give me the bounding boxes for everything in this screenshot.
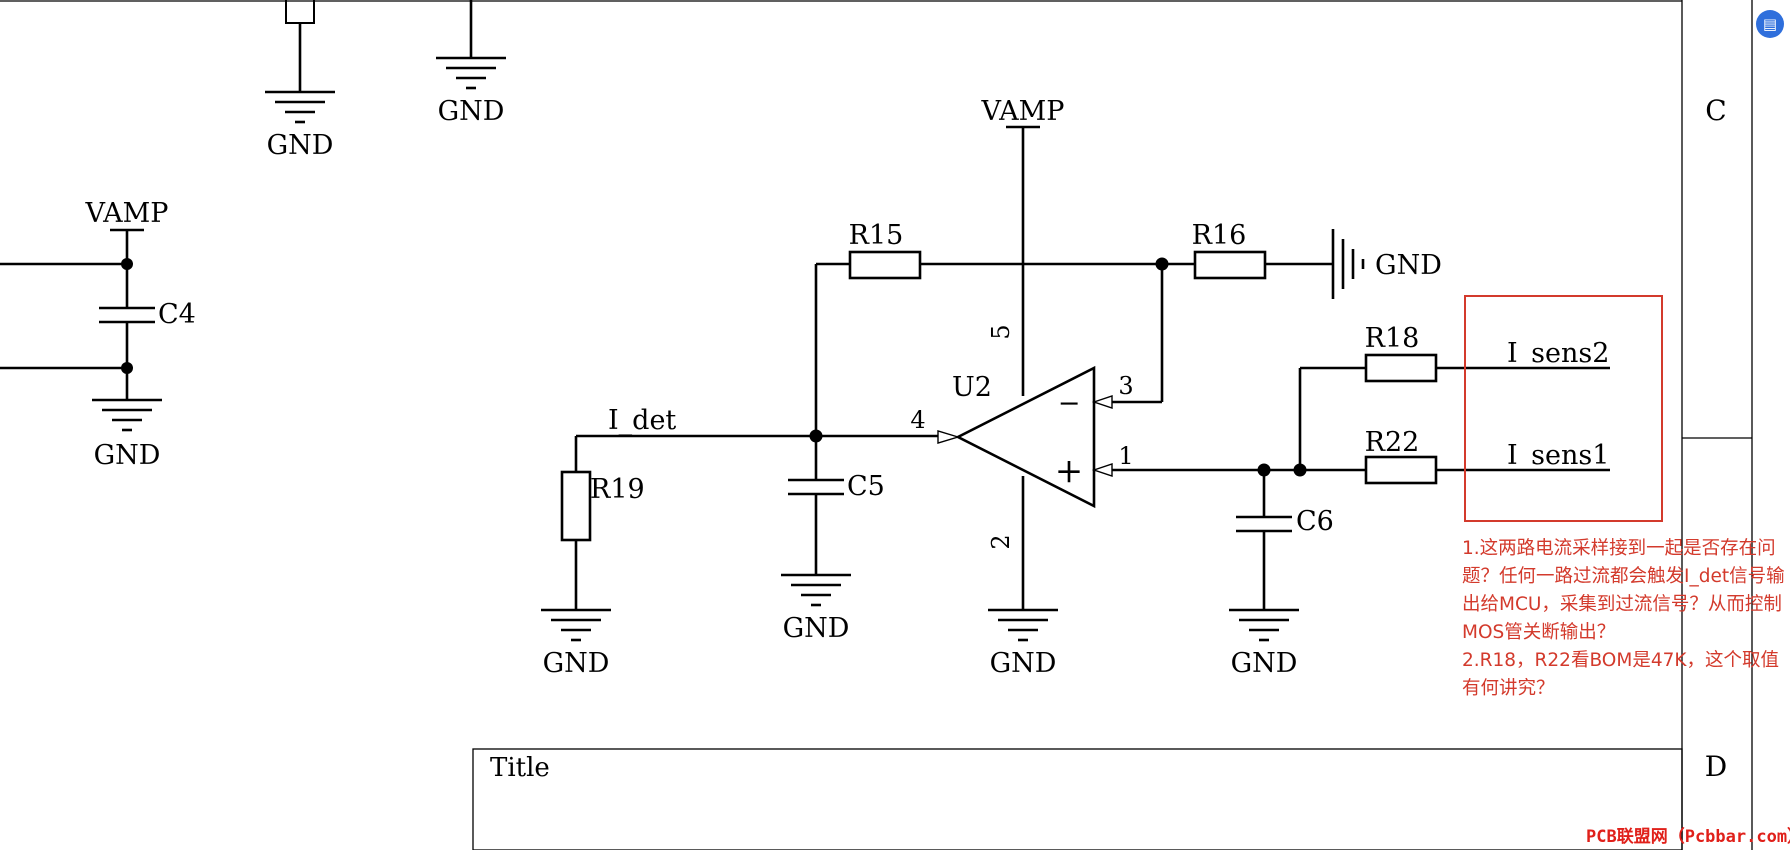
site-watermark: PCB联盟网（Pcbbar.com） (1586, 827, 1790, 847)
c6-label: C6 (1296, 506, 1334, 537)
r19-resistor (560, 470, 592, 542)
c5-label: C5 (847, 471, 885, 502)
u2-label: U2 (952, 372, 992, 403)
review-annotation: 1.这两路电流采样接到一起是否存在问题？任何一路过流都会触发I_det信号输出给… (1462, 535, 1790, 703)
u2-plus-sign: + (1055, 451, 1084, 491)
gnd-symbol-r19 (541, 608, 611, 642)
r16-label: R16 (1192, 220, 1247, 251)
r22-label: R22 (1365, 427, 1420, 458)
c4-circuit (0, 228, 155, 400)
gnd-label-c4: GND (94, 440, 161, 471)
r18-label: R18 (1365, 323, 1420, 354)
gnd-symbol-u2 (988, 608, 1058, 642)
gnd-label-r19: GND (543, 648, 610, 679)
r15-label: R15 (849, 220, 904, 251)
gnd-label-top-2: GND (438, 96, 505, 127)
gnd-symbol-r16 (1331, 229, 1365, 299)
pin-2-label: 2 (987, 534, 1015, 549)
review-highlight-box (1464, 295, 1663, 522)
document-icon[interactable]: ▤ (1756, 10, 1784, 38)
r16-resistor (1193, 250, 1267, 280)
pin-1-label: 1 (1118, 442, 1133, 470)
i-sens1-net-label: I_sens1 (1507, 440, 1609, 471)
r18-resistor (1364, 353, 1438, 383)
zone-c-label: C (1705, 94, 1726, 127)
gnd-label-c6: GND (1231, 648, 1298, 679)
gnd-label-r16: GND (1375, 250, 1442, 281)
pin-5-label: 5 (987, 324, 1015, 339)
main-wires (574, 125, 1610, 610)
u2-minus-sign: − (1058, 388, 1081, 419)
pin-3-label: 3 (1118, 372, 1133, 400)
gnd-symbol-top-1 (265, 90, 335, 124)
vamp-label-u2: VAMP (981, 96, 1065, 127)
gnd-label-c5: GND (783, 613, 850, 644)
i-det-net-label: I_det (608, 405, 676, 436)
r19-label: R19 (590, 474, 645, 505)
gnd-label-u2: GND (990, 648, 1057, 679)
gnd-symbol-c4 (92, 398, 162, 432)
gnd-symbol-c6 (1229, 608, 1299, 642)
gnd-symbol-c5 (781, 573, 851, 607)
vamp-label-left: VAMP (85, 198, 169, 229)
annotation-question-1: 1.这两路电流采样接到一起是否存在问题？任何一路过流都会触发I_det信号输出给… (1462, 538, 1785, 643)
title-block-label: Title (490, 753, 550, 783)
i-sens2-net-label: I_sens2 (1507, 338, 1609, 369)
r15-resistor (848, 250, 922, 280)
junction-dot (809, 429, 823, 443)
sheet-frame (0, 0, 1753, 850)
gnd-label-top-1: GND (267, 130, 334, 161)
c4-label: C4 (158, 299, 196, 330)
junction-dot (1155, 257, 1169, 271)
top-left-resistor-stub (285, 0, 315, 92)
u2-opamp (937, 365, 1113, 509)
junction-dot (121, 362, 133, 374)
junction-dot (1293, 463, 1307, 477)
gnd-symbol-top-2 (436, 0, 506, 90)
junction-dot (121, 258, 133, 270)
junction-dot (1257, 463, 1271, 477)
zone-d-label: D (1705, 750, 1727, 783)
annotation-question-2: 2.R18，R22看BOM是47K，这个取值有何讲究？ (1462, 650, 1780, 699)
pin-4-label: 4 (910, 406, 925, 434)
r22-resistor (1364, 455, 1438, 485)
